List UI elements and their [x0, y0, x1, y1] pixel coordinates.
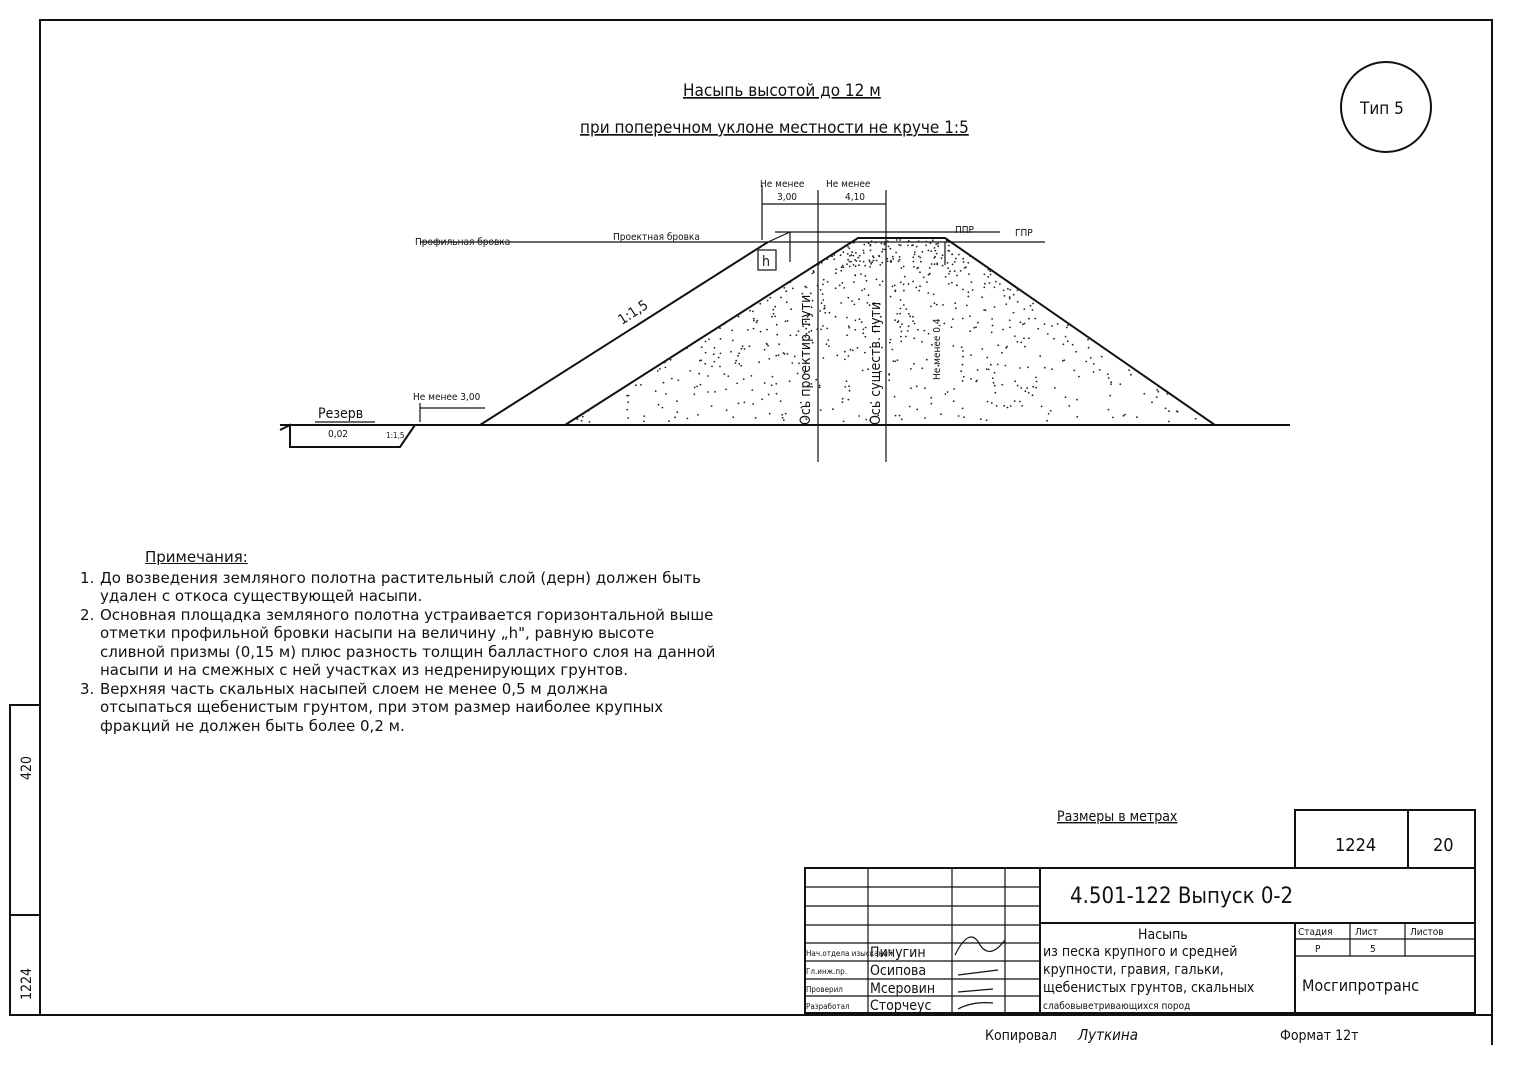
svg-text:Листов: Листов	[1410, 927, 1444, 938]
notes: Примечания: 1.До возведения земляного по…	[80, 548, 740, 735]
side-stamp: 420 1224	[9, 704, 41, 1016]
svg-text:Не менее: Не менее	[760, 179, 805, 190]
notes-heading: Примечания:	[145, 548, 248, 566]
note-item: 3.Верхняя часть скальных насыпей слоем н…	[80, 679, 664, 735]
note-item: 1.До возведения земляного полотна растит…	[80, 568, 701, 606]
svg-text:1224: 1224	[1335, 835, 1376, 856]
sheet-frame	[39, 19, 1493, 1016]
new-fill-body	[561, 237, 1219, 426]
svg-text:Стадия: Стадия	[1298, 927, 1333, 938]
copier-signature: Луткина	[1077, 1026, 1138, 1044]
reserve-ditch	[279, 423, 416, 448]
dimensions-note: Размеры в метрах	[1057, 809, 1178, 825]
svg-text:Ось существ. пути: Ось существ. пути	[868, 302, 884, 425]
svg-text:из песка крупного и средней: из песка крупного и средней	[1043, 944, 1237, 960]
side-stamp-bottom: 1224	[19, 968, 35, 1000]
svg-text:Осипова: Осипова	[870, 963, 926, 979]
svg-text:0,02: 0,02	[328, 429, 348, 440]
svg-text:Проверил: Проверил	[806, 985, 843, 994]
svg-text:Мсеровин: Мсеровин	[870, 981, 935, 997]
svg-text:Тип 5: Тип 5	[1359, 99, 1404, 119]
svg-text:Не менее 0,4: Не менее 0,4	[932, 318, 943, 380]
svg-text:Ось проектир. пути: Ось проектир. пути	[798, 295, 814, 425]
svg-text:Не менее: Не менее	[826, 179, 871, 190]
svg-text:Пичугин: Пичугин	[870, 945, 926, 961]
svg-text:Гл.инж.пр.: Гл.инж.пр.	[806, 967, 847, 976]
svg-text:5: 5	[1370, 944, 1376, 955]
copied-label: Копировал	[985, 1028, 1057, 1044]
svg-text:20: 20	[1433, 835, 1454, 856]
svg-text:Лист: Лист	[1355, 927, 1378, 938]
svg-text:ГПР: ГПР	[1015, 228, 1033, 239]
cross-section: Не менее 3,00 Не менее 4,10 Профильная б…	[279, 179, 1290, 462]
svg-text:ППР: ППР	[955, 225, 975, 236]
existing-slope	[479, 241, 769, 426]
svg-text:Не менее 3,00: Не менее 3,00	[413, 392, 481, 403]
fill-hatching	[576, 239, 1197, 423]
svg-text:щебенистых грунтов, скальных: щебенистых грунтов, скальных	[1043, 980, 1255, 996]
svg-text:Р: Р	[1315, 944, 1321, 955]
svg-text:Нач.отдела изысканий: Нач.отдела изысканий	[806, 949, 893, 958]
type-badge: Тип 5	[1340, 61, 1432, 153]
svg-text:4,10: 4,10	[845, 192, 865, 203]
signatures	[954, 936, 1006, 1010]
svg-text:3,00: 3,00	[777, 192, 797, 203]
svg-text:Резерв: Резерв	[318, 406, 363, 422]
svg-text:Сторчеус: Сторчеус	[870, 998, 931, 1014]
drawing-subtitle: при поперечном уклоне местности не круче…	[580, 118, 969, 138]
note-item: 2.Основная площадка земляного полотна ус…	[80, 605, 716, 680]
svg-text:Насыпь: Насыпь	[1138, 927, 1188, 943]
document-code: 4.501-122 Выпуск 0-2	[1070, 884, 1293, 909]
title-block: 1224 20 4.501-122 Выпуск 0-2 Нач.отдела …	[804, 809, 1476, 1014]
svg-text:h: h	[762, 254, 770, 270]
svg-text:крупности, гравия, гальки,: крупности, гравия, гальки,	[1043, 962, 1224, 978]
organization: Мосгипротранс	[1302, 976, 1419, 995]
drawing-title: Насыпь высотой до 12 м	[683, 81, 881, 101]
svg-text:Профильная бровка: Профильная бровка	[415, 236, 510, 248]
svg-text:1:1,5: 1:1,5	[615, 297, 651, 328]
format-label: Формат 12т	[1280, 1028, 1358, 1044]
side-stamp-top: 420	[19, 756, 35, 780]
svg-text:Проектная бровка: Проектная бровка	[613, 231, 700, 243]
svg-text:Разработал: Разработал	[806, 1001, 850, 1011]
svg-text:слабовыветривающихся пород: слабовыветривающихся пород	[1043, 1000, 1190, 1012]
svg-text:1:1,5: 1:1,5	[386, 431, 404, 440]
